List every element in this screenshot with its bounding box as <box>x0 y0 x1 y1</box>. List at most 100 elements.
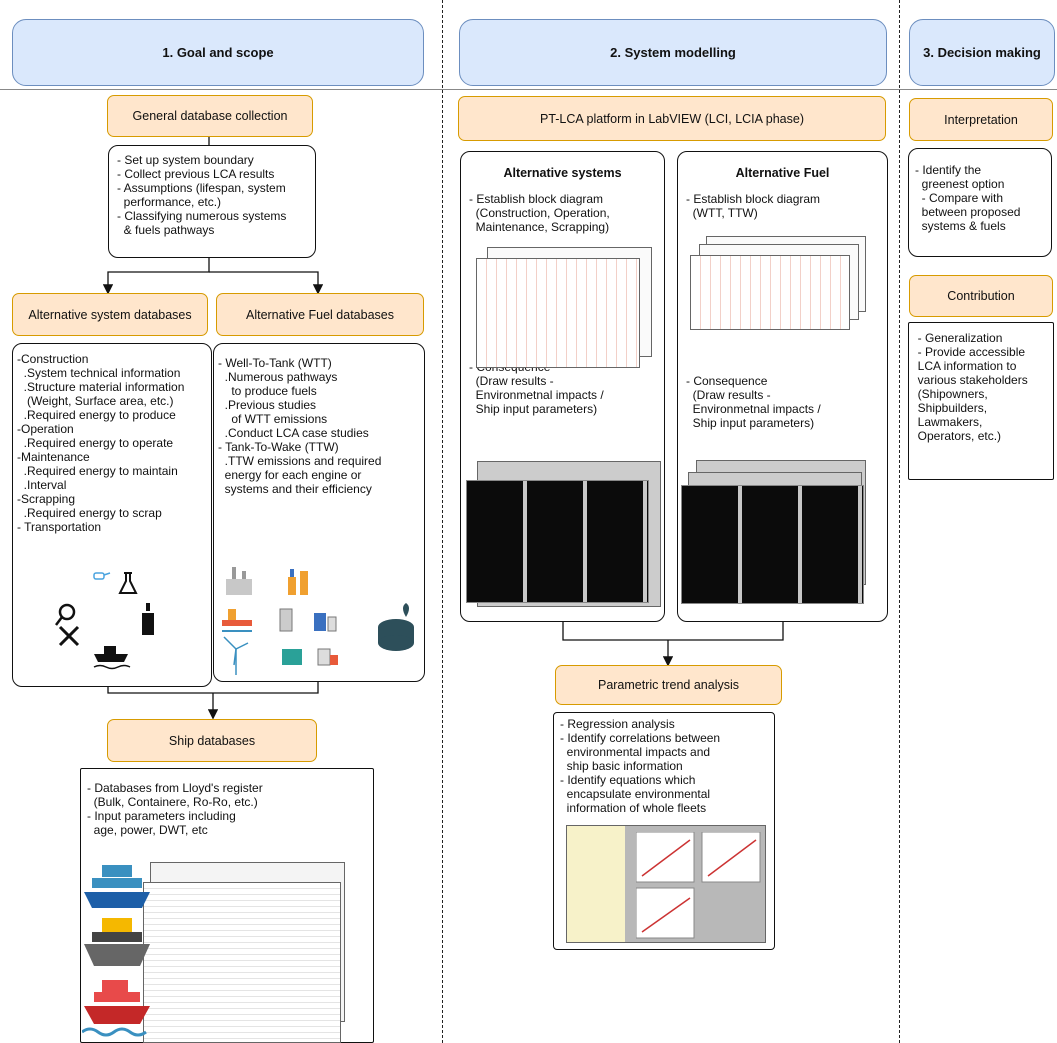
trend-list-item: - Regression analysis <box>560 717 675 731</box>
interpretation-list-item: systems & fuels <box>915 219 1006 233</box>
general-database-list: - Set up system boundary- Collect previo… <box>108 145 316 258</box>
trend-list-item: environmental impacts and <box>560 745 711 759</box>
contribution-list-item: Lawmakers, <box>911 415 983 429</box>
trend-list-item: information of whole fleets <box>560 801 707 815</box>
fuel-consequence-line: Ship input parameters) <box>686 416 815 430</box>
electrolyser-icon <box>282 648 338 666</box>
header-decision-making: 3. Decision making <box>909 19 1055 86</box>
alternative-system-databases: Alternative system databases <box>12 293 208 336</box>
contribution-list-item: LCA information to <box>911 359 1017 373</box>
systems-block-line: (Construction, Operation, <box>469 206 610 220</box>
systems-consequence-line: Environmetnal impacts / <box>469 388 604 402</box>
system-list-item: (Weight, Surface area, etc.) <box>17 394 174 408</box>
contribution-list-item: - Generalization <box>911 331 1003 345</box>
fuel-list-item: .Numerous pathways <box>218 370 338 384</box>
lifecycle-icons <box>55 572 154 670</box>
fuel-list-item: - Well-To-Tank (WTT) <box>218 356 332 370</box>
general-database-collection: General database collection <box>107 95 313 137</box>
cargo-ship-icon <box>84 918 150 966</box>
systems-block-line: Maintenance, Scrapping) <box>469 220 610 234</box>
refinery-icon <box>288 569 308 595</box>
fuel-pathway-icons <box>222 567 414 675</box>
system-list-item: .System technical information <box>17 366 181 380</box>
fuel-block-line: (WTT, TTW) <box>686 206 758 220</box>
labview-chart-front <box>466 480 649 603</box>
trend-list-item: ship basic information <box>560 759 683 773</box>
fuel-consequence-line: (Draw results - <box>686 388 771 402</box>
chemical-plant-icon <box>279 608 337 632</box>
container-ship-icon <box>84 865 150 908</box>
chemical-tank-icon <box>142 603 154 635</box>
system-list-item: -Maintenance <box>17 450 90 464</box>
wind-turbine-icon <box>223 636 249 675</box>
trend-list-item: - Identify correlations between <box>560 731 721 745</box>
system-list-item: .Required energy to operate <box>17 436 174 450</box>
labview-diagram-front <box>476 258 640 368</box>
system-list-item: .Required energy to maintain <box>17 464 178 478</box>
fuel-list-item: of WTT emissions <box>218 412 328 426</box>
interpretation-list-item: - Compare with <box>915 191 1004 205</box>
factory-icon <box>226 567 252 595</box>
contribution-list-item: (Shipowners, <box>911 387 988 401</box>
fuel-list-item: systems and their efficiency <box>218 482 372 496</box>
fuel-consequence-line: - Consequence <box>686 374 768 388</box>
alternative-fuel-databases: Alternative Fuel databases <box>216 293 424 336</box>
general-list-item: performance, etc.) <box>117 195 222 209</box>
pt-lca-platform: PT-LCA platform in LabVIEW (LCI, LCIA ph… <box>458 96 886 141</box>
header-divider <box>0 89 1057 90</box>
column-divider-1 <box>442 0 443 1043</box>
contribution-list: - Generalization - Provide accessible LC… <box>908 322 1054 480</box>
general-list-item: - Set up system boundary <box>117 153 254 167</box>
system-list-item: -Scrapping <box>17 492 76 506</box>
magnifier-icon <box>55 603 76 626</box>
system-list-item: .Required energy to scrap <box>17 506 162 520</box>
ferry-ship-icon <box>82 980 150 1037</box>
fuel-list-item: energy for each engine or <box>218 468 362 482</box>
general-list-item: - Classifying numerous systems <box>117 209 287 223</box>
header-goal-scope: 1. Goal and scope <box>12 19 424 86</box>
fuel-block-line: - Establish block diagram <box>686 192 821 206</box>
interpretation: Interpretation <box>909 98 1053 141</box>
systems-consequence-line: Ship input parameters) <box>469 402 598 416</box>
system-list-item: .Required energy to produce <box>17 408 176 422</box>
interpretation-list-item: - Identify the <box>915 163 982 177</box>
fuel-tank-icon <box>378 603 414 651</box>
systems-consequence-line: (Draw results - <box>469 374 554 388</box>
system-list-item: .Structure material information <box>17 380 185 394</box>
contribution-list-item: various stakeholders <box>911 373 1028 387</box>
interpretation-list-item: greenest option <box>915 177 1005 191</box>
ship-icon <box>93 646 131 670</box>
ship-list-item: age, power, DWT, etc <box>87 823 208 837</box>
contribution-list-item: - Provide accessible <box>911 345 1026 359</box>
trend-list-item: - Identify equations which <box>560 773 696 787</box>
fuel-list-item: .Previous studies <box>218 398 317 412</box>
general-list-item: - Collect previous LCA results <box>117 167 275 181</box>
fuel-list-item: to produce fuels <box>218 384 317 398</box>
system-list-item: -Operation <box>17 422 74 436</box>
regression-plots <box>636 832 761 939</box>
oil-rig-icon <box>222 609 252 632</box>
ship-list-item: - Input parameters including <box>87 809 236 823</box>
contribution: Contribution <box>909 275 1053 317</box>
fuel-list-item: .Conduct LCA case studies <box>218 426 369 440</box>
wrench-icon <box>58 625 80 647</box>
ship-databases: Ship databases <box>107 719 317 762</box>
alternative-system-list: -Construction .System technical informat… <box>12 343 212 687</box>
systems-block-line: - Establish block diagram <box>469 192 604 206</box>
spreadsheet-front <box>143 882 341 1043</box>
interpretation-list-item: between proposed <box>915 205 1021 219</box>
alternative-systems-title: Alternative systems <box>503 166 622 180</box>
system-list-item: -Construction <box>17 352 89 366</box>
system-list-item: .Interval <box>17 478 67 492</box>
general-list-item: - Assumptions (lifespan, system <box>117 181 286 195</box>
bottle-icon <box>93 572 111 580</box>
flask-icon <box>118 572 138 594</box>
fuel-list-item: .TTW emissions and required <box>218 454 382 468</box>
container-ship-icons <box>82 865 150 1037</box>
parametric-trend-analysis: Parametric trend analysis <box>555 665 782 705</box>
ship-list-item: (Bulk, Containere, Ro-Ro, etc.) <box>87 795 258 809</box>
trend-list-item: encapsulate environmental <box>560 787 711 801</box>
contribution-list-item: Shipbuilders, <box>911 401 988 415</box>
header-system-modelling: 2. System modelling <box>459 19 887 86</box>
ship-list-item: - Databases from Lloyd's register <box>87 781 263 795</box>
